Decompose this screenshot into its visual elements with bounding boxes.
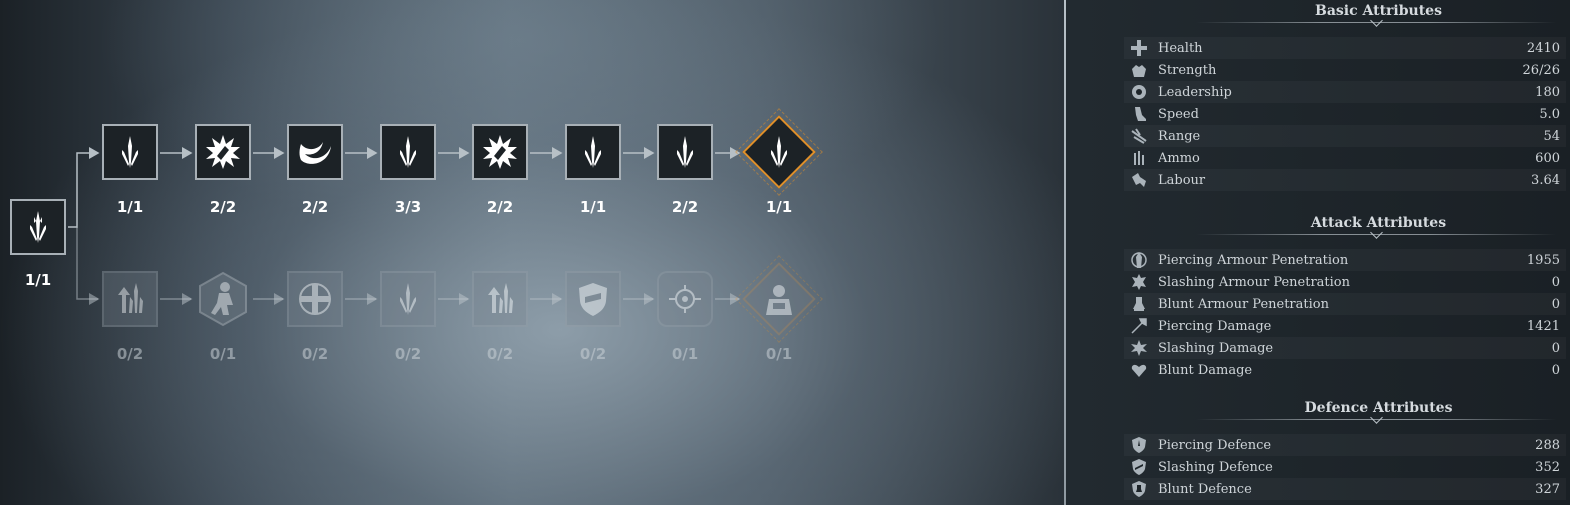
skill-count-top-4: 3/3 (394, 198, 422, 216)
ammo-icon (1130, 149, 1148, 167)
skill-count-bottom-6: 0/2 (579, 345, 607, 363)
attr-row-slashing-penetration: Slashing Armour Penetration 0 (1124, 271, 1566, 293)
crescent-slash-icon (299, 142, 331, 164)
blunt-penetration-icon (1130, 295, 1148, 313)
attr-row-blunt-defence: Blunt Defence 327 (1124, 478, 1566, 500)
health-cross-icon (299, 283, 331, 315)
skill-count-bottom-4: 0/2 (394, 345, 422, 363)
attr-row-leadership: Leadership 180 (1124, 81, 1566, 103)
spear-trio-icon (400, 136, 416, 168)
skill-node-top-6[interactable] (565, 124, 621, 180)
skill-count-bottom-5: 0/2 (486, 345, 514, 363)
attributes-panel: Basic Attributes Health 2410 Strength 26… (1066, 0, 1570, 505)
attr-row-labour: Labour 3.64 (1124, 169, 1566, 191)
attr-row-blunt-penetration: Blunt Armour Penetration 0 (1124, 293, 1566, 315)
skill-count-bottom-7: 0/1 (671, 345, 699, 363)
defence-attributes-title: Defence Attributes (1304, 400, 1453, 416)
skill-count-top-3: 2/2 (301, 198, 329, 216)
spear-trio-icon (585, 136, 601, 168)
leadership-icon (1130, 83, 1148, 101)
attack-attributes-title: Attack Attributes (1310, 215, 1447, 231)
labour-icon (1130, 171, 1148, 189)
slashing-damage-icon (1130, 339, 1148, 357)
speed-icon (1130, 105, 1148, 123)
attr-row-ammo: Ammo 600 (1124, 147, 1566, 169)
piercing-damage-icon (1130, 317, 1148, 335)
basic-attributes-title: Basic Attributes (1315, 3, 1442, 19)
strength-icon (1130, 61, 1148, 79)
skill-tree-panel: 1/1 1/1 2/2 2/2 3/3 2/2 (0, 0, 1064, 505)
piercing-defence-icon (1130, 436, 1148, 454)
attr-row-slashing-defence: Slashing Defence 352 (1124, 456, 1566, 478)
blunt-damage-icon (1130, 361, 1148, 379)
health-icon (1130, 39, 1148, 57)
slashing-penetration-icon (1130, 273, 1148, 291)
skill-node-top-1[interactable] (102, 124, 158, 180)
range-icon (1130, 127, 1148, 145)
attr-row-slashing-damage: Slashing Damage 0 (1124, 337, 1566, 359)
skill-count-top-2: 2/2 (209, 198, 237, 216)
charging-soldier-icon (199, 271, 247, 327)
skill-node-top-2[interactable] (195, 124, 251, 180)
skill-node-bottom-2[interactable] (195, 271, 251, 327)
skill-node-top-7[interactable] (657, 124, 713, 180)
attr-row-range: Range 54 (1124, 125, 1566, 147)
skill-count-top-final: 1/1 (765, 198, 793, 216)
attr-row-speed: Speed 5.0 (1124, 103, 1566, 125)
spear-trio-icon (30, 211, 46, 243)
skill-node-root[interactable] (10, 199, 66, 255)
blunt-defence-icon (1130, 480, 1148, 498)
attr-row-strength: Strength 26/26 (1124, 59, 1566, 81)
spear-arrow-up-icon (488, 283, 513, 313)
skill-node-bottom-final[interactable] (735, 255, 823, 343)
skill-node-bottom-1[interactable] (102, 271, 158, 327)
skill-count-bottom-1: 0/2 (116, 345, 144, 363)
skill-node-top-3[interactable] (287, 124, 343, 180)
skill-count-root: 1/1 (24, 271, 52, 289)
skill-count-bottom-2: 0/1 (209, 345, 237, 363)
commander-icon (766, 285, 792, 315)
skill-count-top-1: 1/1 (116, 198, 144, 216)
skill-node-bottom-7[interactable] (657, 271, 713, 327)
skill-count-top-7: 2/2 (671, 198, 699, 216)
piercing-penetration-icon (1130, 251, 1148, 269)
attr-row-piercing-damage: Piercing Damage 1421 (1124, 315, 1566, 337)
skill-node-bottom-3[interactable] (287, 271, 343, 327)
skill-node-bottom-4[interactable] (380, 271, 436, 327)
attr-row-blunt-damage: Blunt Damage 0 (1124, 359, 1566, 381)
root-branch-connector (68, 147, 100, 305)
attr-row-health: Health 2410 (1124, 37, 1566, 59)
panel-divider (1064, 0, 1066, 505)
target-icon (669, 285, 701, 313)
shield-icon (579, 283, 607, 316)
skill-node-bottom-6[interactable] (565, 271, 621, 327)
spear-trio-icon (771, 136, 787, 168)
skill-count-bottom-3: 0/2 (301, 345, 329, 363)
attr-row-piercing-defence: Piercing Defence 288 (1124, 434, 1566, 456)
burst-strike-icon (206, 135, 240, 169)
basic-title-divider (1196, 22, 1556, 23)
burst-strike-icon (483, 135, 517, 169)
skill-count-top-6: 1/1 (579, 198, 607, 216)
skill-node-top-final[interactable] (735, 108, 823, 196)
defence-title-divider (1196, 419, 1556, 420)
skill-node-top-5[interactable] (472, 124, 528, 180)
skill-node-bottom-5[interactable] (472, 271, 528, 327)
attack-title-divider (1196, 234, 1556, 235)
skill-node-top-4[interactable] (380, 124, 436, 180)
skill-tree-connectors (68, 147, 741, 305)
spear-arrow-up-icon (118, 283, 143, 313)
attr-row-piercing-penetration: Piercing Armour Penetration 1955 (1124, 249, 1566, 271)
spear-trio-icon (122, 136, 138, 168)
skill-count-bottom-final: 0/1 (765, 345, 793, 363)
spear-trio-icon (677, 136, 693, 168)
spear-trio-icon (400, 283, 416, 315)
skill-count-top-5: 2/2 (486, 198, 514, 216)
slashing-defence-icon (1130, 458, 1148, 476)
